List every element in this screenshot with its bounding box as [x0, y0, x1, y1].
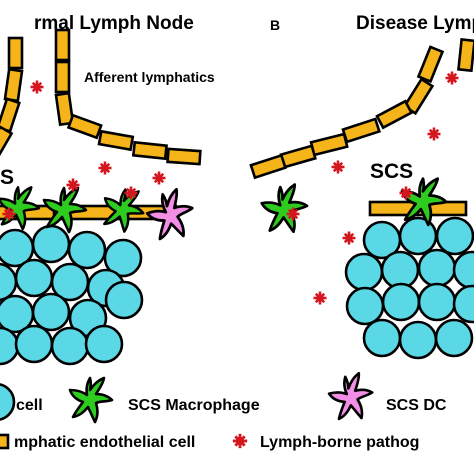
endothelial-cell — [457, 38, 474, 73]
lymph-borne-pathogen — [331, 160, 345, 174]
b-cell — [417, 248, 457, 288]
b-cell — [103, 238, 143, 278]
legend-b-cell-label: cell — [16, 397, 43, 414]
endothelial-cell — [0, 97, 21, 134]
lymph-borne-pathogen — [30, 80, 44, 94]
b-cell — [31, 224, 71, 264]
endothelial-cell — [166, 147, 202, 166]
endothelial-cell — [341, 117, 381, 144]
legend-macrophage-swatch — [68, 376, 114, 424]
b-cell — [417, 282, 457, 322]
legend-endothelial-swatch — [0, 433, 10, 450]
endothelial-cell — [309, 132, 349, 157]
b-cell — [344, 252, 384, 292]
lymph-borne-pathogen — [427, 127, 441, 141]
b-cell — [434, 318, 474, 358]
legend-endothelial-label: mphatic endothelial cell — [14, 434, 195, 451]
endothelial-cell — [54, 91, 75, 127]
b-cell — [67, 230, 107, 270]
legend-pathogen-label: Lymph-borne pathog — [260, 434, 419, 451]
endothelial-cell — [249, 153, 288, 180]
b-cell — [84, 324, 124, 364]
legend-pathogen-swatch — [232, 433, 248, 449]
scs-macrophage — [400, 177, 448, 227]
scs-macrophage — [258, 181, 313, 238]
panel-b-letter: B — [270, 17, 280, 33]
afferent-lymphatics-label: Afferent lymphatics — [84, 69, 215, 85]
b-cell — [380, 250, 420, 290]
endothelial-cell — [416, 45, 445, 84]
b-cell-follicle-b — [344, 216, 474, 360]
b-cell — [14, 324, 54, 364]
b-cell — [104, 280, 144, 320]
legend: cell SCS Macrophage SCS DC mphatic endot… — [0, 369, 447, 451]
panel-a: rmal Lymph Node Afferent lymphatics S — [0, 13, 215, 366]
endothelial-cell — [66, 113, 103, 140]
endothelial-cell — [7, 36, 24, 70]
b-cell — [362, 318, 402, 358]
legend-b-cell-swatch — [0, 383, 16, 421]
scs-label-b: SCS — [370, 160, 413, 183]
endothelial-cell — [279, 144, 317, 169]
lymph-borne-pathogen — [152, 171, 166, 185]
endothelial-cell — [54, 60, 71, 94]
b-cell — [435, 216, 474, 256]
b-cell — [381, 282, 421, 322]
b-cell — [345, 286, 385, 326]
b-cell — [452, 250, 474, 290]
panel-b: B Disease Lymp SCS — [249, 13, 474, 360]
legend-macrophage-label: SCS Macrophage — [128, 397, 260, 414]
afferent-lymphatic-vessel-b — [249, 38, 474, 180]
afferent-lymphatic-vessel-left — [0, 36, 24, 162]
panel-a-title: rmal Lymph Node — [34, 13, 194, 34]
b-cell — [398, 216, 438, 256]
endothelial-cell — [375, 99, 414, 130]
endothelial-cell — [0, 125, 14, 162]
b-cell-follicle-a — [0, 224, 144, 366]
b-cell — [50, 326, 90, 366]
b-cell — [31, 292, 71, 332]
endothelial-cell — [3, 67, 24, 103]
lymph-borne-pathogen — [342, 231, 356, 245]
b-cell — [14, 258, 54, 298]
endothelial-cell — [131, 140, 168, 161]
scs-macrophage — [0, 186, 41, 231]
scs-macrophage — [42, 186, 88, 234]
endothelial-cell — [97, 129, 135, 152]
lymph-borne-pathogen — [445, 71, 459, 85]
legend-dc-swatch — [324, 369, 380, 426]
scs-label-a: S — [0, 166, 14, 189]
lymph-borne-pathogen — [313, 291, 327, 305]
endothelial-cell — [54, 28, 71, 62]
legend-dc-label: SCS DC — [386, 397, 447, 414]
lymph-borne-pathogen — [98, 161, 112, 175]
b-cell — [0, 262, 18, 302]
b-cell — [398, 320, 438, 360]
b-cell — [452, 284, 474, 324]
scs-dendritic-cell — [141, 185, 202, 247]
panel-b-title: Disease Lymp — [356, 13, 474, 34]
afferent-lymphatic-vessel-right — [54, 28, 202, 166]
